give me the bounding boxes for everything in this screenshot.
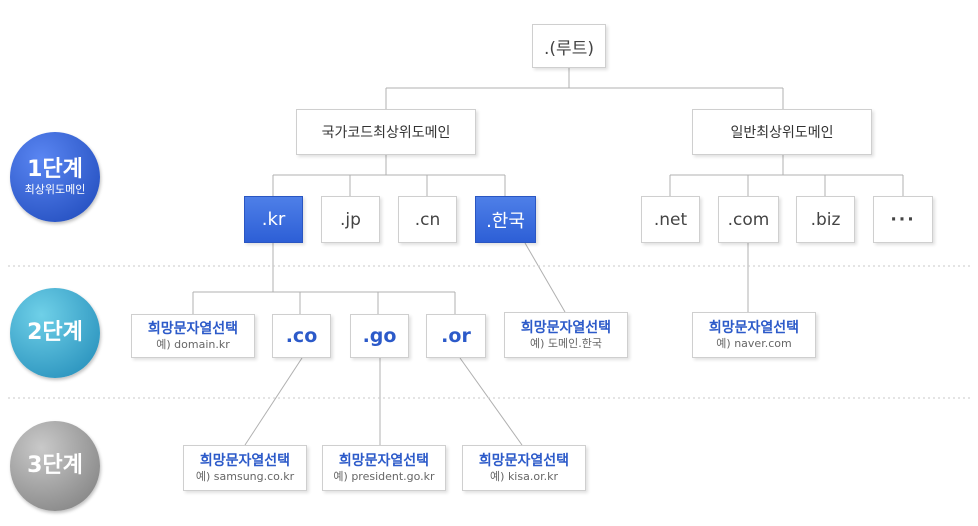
choice-title: 희망문자열선택 [478,452,570,469]
choice-example: 예) domain.kr [156,337,230,351]
step2-badge: 2단계 [10,288,100,378]
choice-example: 예) 도메인.한국 [529,336,602,350]
country-code-tld-node: 국가코드최상위도메인 [296,109,476,155]
choice-example: 예) kisa.or.kr [490,469,558,483]
choice-title: 희망문자열선택 [338,452,430,469]
sld-go-node: .go [350,314,409,358]
generic-tld-node: 일반최상위도메인 [692,109,872,155]
choice-title: 희망문자열선택 [708,319,800,336]
choice-com-node: 희망문자열선택 예) naver.com [692,312,816,358]
tld-net-node: .net [641,196,700,243]
tld-biz-node: .biz [796,196,855,243]
tld-cn-node: .cn [398,196,457,243]
choice-hanguk-node: 희망문자열선택 예) 도메인.한국 [504,312,628,358]
step-label: 1단계 [27,157,83,182]
tld-com-node: .com [718,196,779,243]
choice-title: 희망문자열선택 [199,452,291,469]
sld-co-node: .co [272,314,331,358]
root-node: .(루트) [532,24,606,68]
choice-title: 희망문자열선택 [520,319,612,336]
choice-example: 예) naver.com [716,336,792,350]
sld-or-node: .or [426,314,486,358]
choice-co-node: 희망문자열선택 예) samsung.co.kr [183,445,307,491]
tld-jp-node: .jp [321,196,380,243]
tld-hanguk-node: .한국 [475,196,536,243]
step-label: 2단계 [27,320,83,345]
tld-more-node: ··· [873,196,933,243]
choice-or-node: 희망문자열선택 예) kisa.or.kr [462,445,586,491]
choice-go-node: 희망문자열선택 예) president.go.kr [322,445,446,491]
step-desc: 최상위도메인 [24,183,86,196]
choice-title: 희망문자열선택 [147,320,239,337]
choice-example: 예) president.go.kr [333,469,435,483]
step3-badge: 3단계 [10,421,100,511]
choice-kr-node: 희망문자열선택 예) domain.kr [131,314,255,358]
tld-kr-node: .kr [244,196,303,243]
choice-example: 예) samsung.co.kr [195,469,295,483]
step-label: 3단계 [27,453,83,478]
step1-badge: 1단계 최상위도메인 [10,132,100,222]
